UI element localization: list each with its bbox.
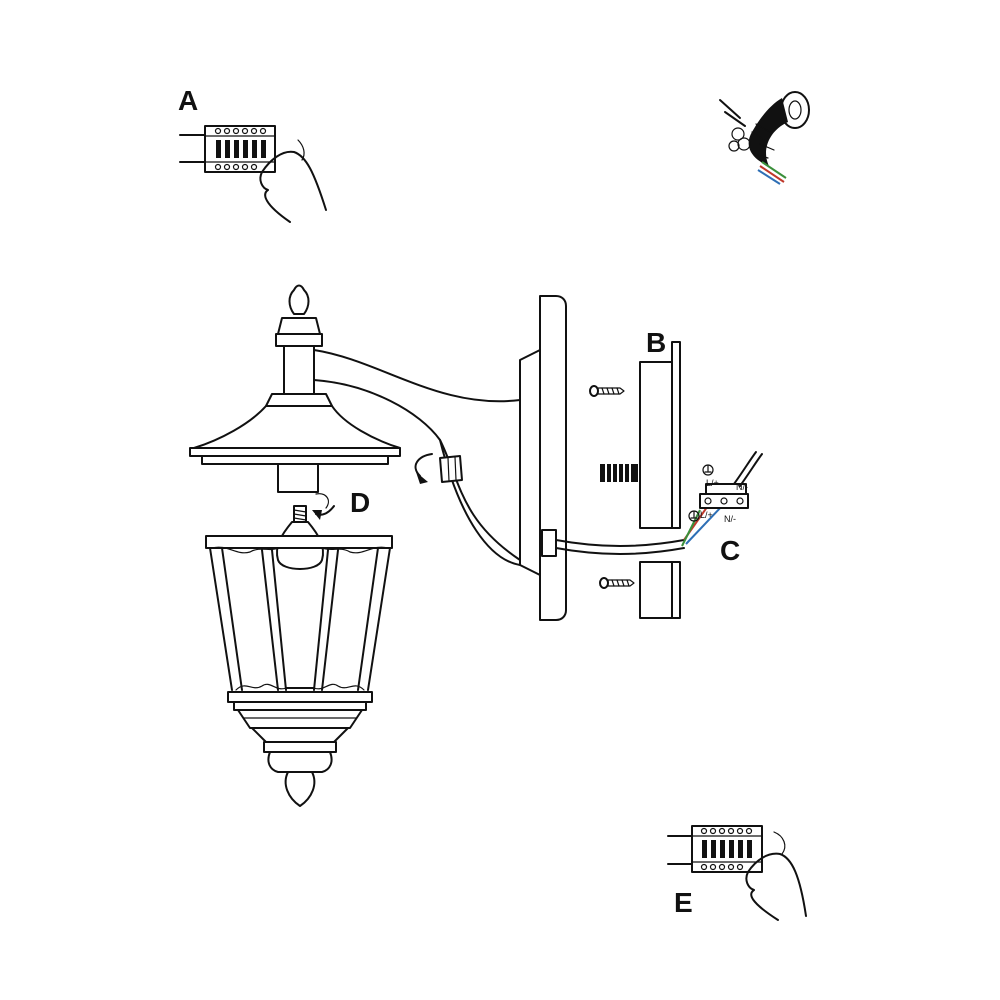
step-e-label: E	[674, 887, 693, 918]
step-b-label: B	[646, 327, 666, 358]
step-c-wiring: C L/+ N/- L/+ N/-	[555, 451, 763, 566]
step-b-mounting-plate: B	[600, 327, 681, 619]
terminal-block	[699, 483, 749, 509]
step-d-label: D	[350, 487, 370, 518]
earth-symbol-icon	[688, 464, 714, 522]
step-a-fuse-box-off: A	[178, 85, 327, 223]
screw-top	[589, 385, 625, 397]
wall-backplate	[519, 295, 567, 621]
wire-label-live-top: L/+	[706, 478, 719, 488]
cap-nut	[414, 453, 463, 484]
step-a-label: A	[178, 85, 198, 116]
insulation-tape-icon	[719, 91, 810, 185]
rotate-arrow-icon	[414, 453, 433, 484]
step-c-label: C	[720, 535, 740, 566]
step-e-fuse-box-on: E	[667, 825, 807, 921]
lantern-glass-cage	[205, 535, 393, 807]
step-d-bulb: D	[276, 487, 370, 570]
rotate-arrow-icon	[312, 493, 335, 520]
screw-bottom	[599, 577, 635, 589]
fuse-box-off-icon	[179, 125, 327, 223]
wire-label-neutral-bottom: N/-	[724, 514, 736, 524]
wire-label-neutral-top: N/-	[736, 482, 748, 492]
screwdriver-screw-icon	[589, 385, 635, 589]
lantern-canopy	[189, 284, 401, 493]
wire-label-live-bottom: L/+	[700, 510, 713, 520]
fuse-box-on-icon	[667, 825, 807, 921]
